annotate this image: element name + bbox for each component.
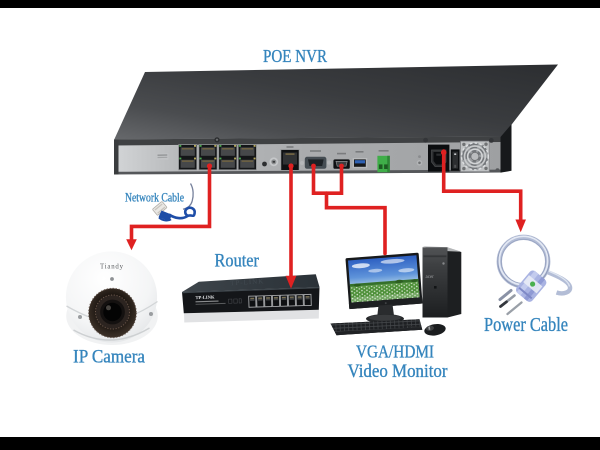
svg-text:TP-LINK: TP-LINK [195,295,215,301]
svg-text:Video Monitor: Video Monitor [348,362,448,382]
svg-text:Tiandy: Tiandy [100,264,124,271]
svg-text:TP-LINK: TP-LINK [230,277,265,287]
svg-text:POE NVR: POE NVR [263,46,327,66]
svg-text:VGA/HDMI: VGA/HDMI [356,341,434,361]
svg-text:Network Cable: Network Cable [125,190,184,204]
svg-text:Router: Router [215,251,260,271]
svg-text:acer: acer [426,275,435,280]
svg-text:IP Camera: IP Camera [73,348,145,368]
svg-text:Power Cable: Power Cable [484,315,568,336]
